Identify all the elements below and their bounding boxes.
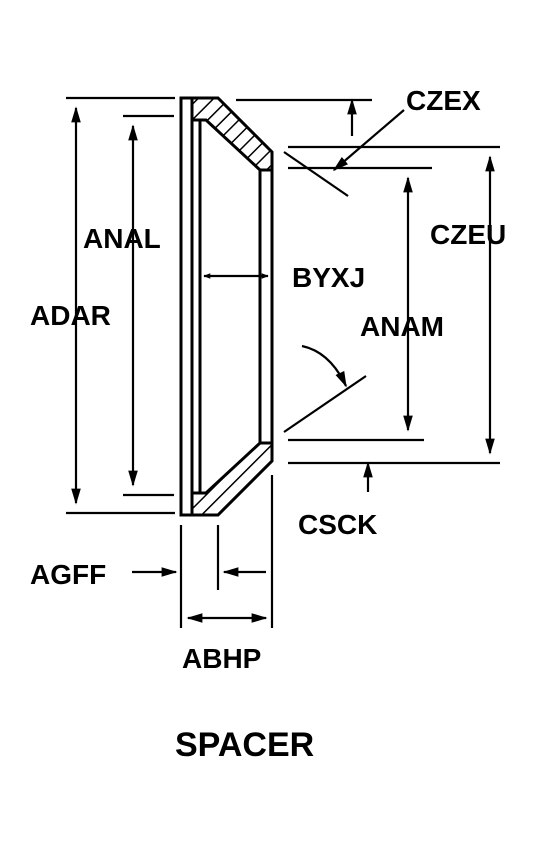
flange-left — [179, 96, 194, 517]
label-adar: ADAR — [30, 300, 111, 331]
csck-angle-line — [283, 375, 367, 433]
czex-leader — [332, 109, 405, 172]
label-agff: AGFF — [30, 559, 106, 590]
label-abhp: ABHP — [182, 643, 261, 674]
spacer-part — [179, 96, 274, 517]
cone-wall-top-section — [190, 96, 274, 172]
label-czex: CZEX — [406, 85, 481, 116]
label-anam: ANAM — [360, 311, 444, 342]
dimension-arrows — [71, 98, 495, 623]
angle-leaders — [283, 109, 405, 433]
label-csck: CSCK — [298, 509, 377, 540]
label-byxj: BYXJ — [292, 262, 365, 293]
cone-right-edge — [258, 170, 274, 443]
label-czeu: CZEU — [430, 219, 506, 250]
extension-lines — [66, 96, 500, 628]
csck-angle-arc — [301, 344, 347, 388]
czex-angle-line — [283, 151, 349, 197]
cone-inner-outline — [192, 118, 202, 495]
diagram-title: SPACER — [175, 726, 314, 764]
cone-wall-bottom-section — [190, 441, 274, 517]
label-anal: ANAL — [83, 223, 161, 254]
